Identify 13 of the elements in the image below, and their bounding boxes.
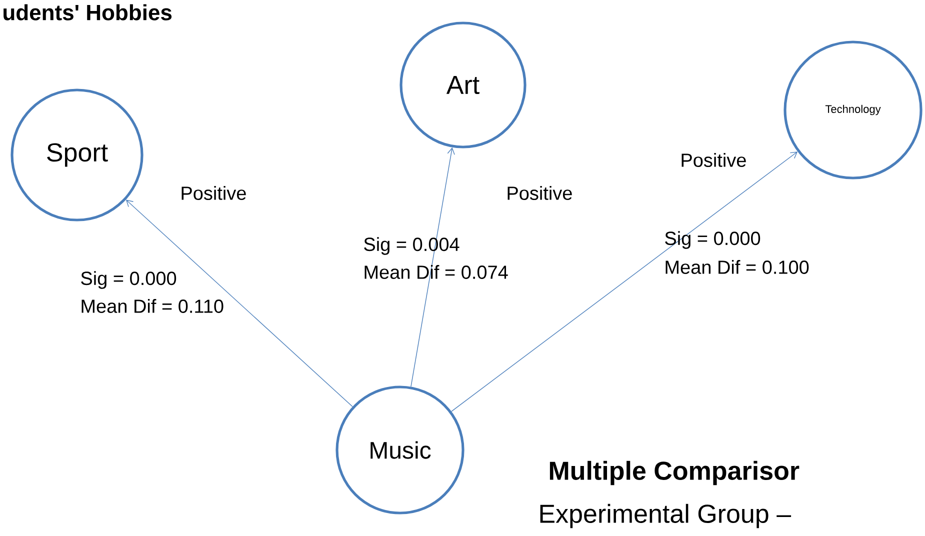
annotation-text: Sig = 0.000: [81, 271, 176, 289]
annotation-text: Positive: [182, 186, 246, 200]
annotation-text: Positive: [508, 186, 572, 200]
annotation-text: Mean Dif = 0.110: [82, 299, 224, 313]
title: udents' Hobbies: [4, 4, 172, 20]
annotation-text: Positive: [682, 153, 746, 167]
arrow: [410, 147, 455, 387]
annotation-text: Mean Dif = 0.100: [666, 260, 809, 274]
heading-text: Multiple Comparisor: [550, 460, 800, 486]
annotation-text: Experimental Group –: [540, 504, 792, 528]
arrow: [126, 200, 353, 407]
annotation-text: Sig = 0.004: [364, 237, 460, 255]
arrow: [451, 152, 798, 412]
